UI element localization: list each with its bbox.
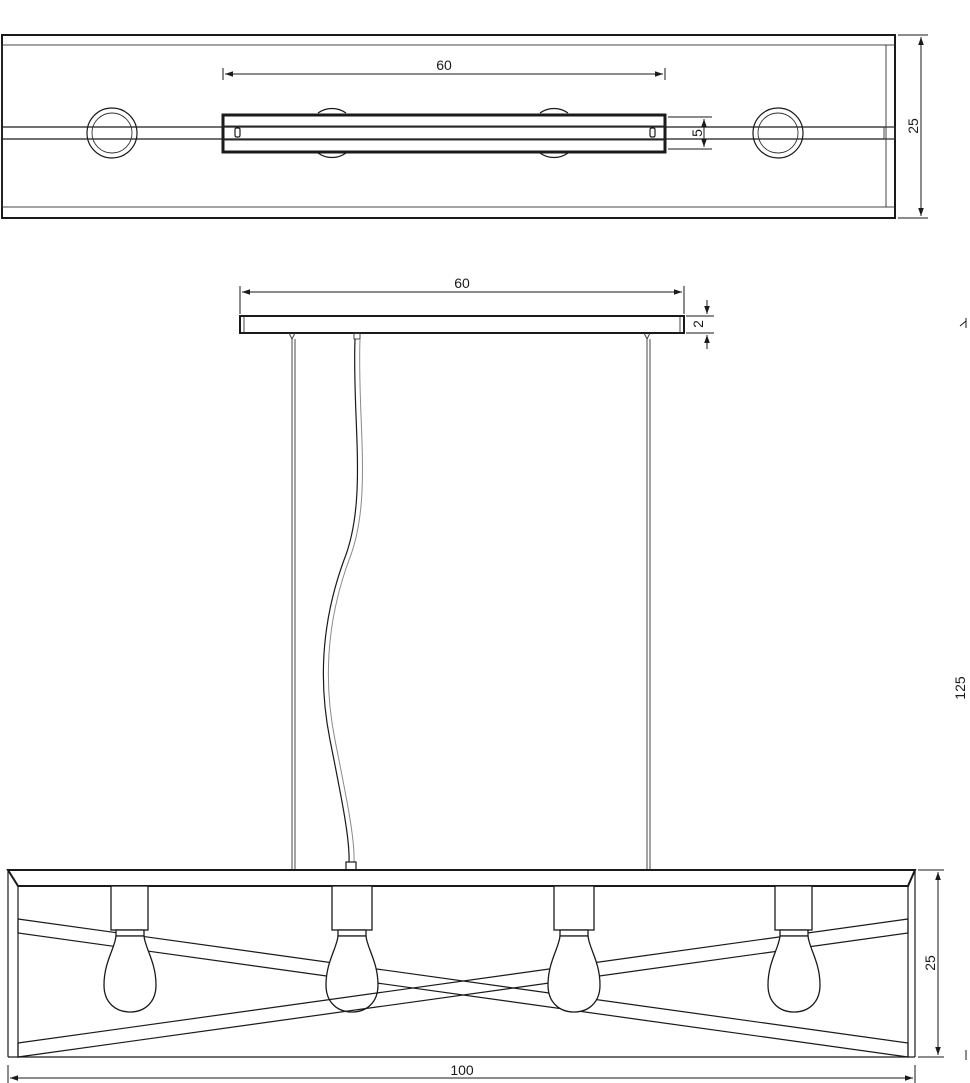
canopy-slot-right <box>649 127 656 138</box>
top-socket-3 <box>539 107 569 159</box>
diagonal-bar-back <box>17 918 909 1058</box>
side-bulb-2 <box>325 885 379 1013</box>
side-canopy <box>239 315 685 341</box>
side-lamp-frame <box>6 869 917 1058</box>
side-bulb-4 <box>767 885 821 1013</box>
top-dim-frame-depth: 25 <box>898 34 928 219</box>
side-dim-canopy-length: 60 <box>239 275 685 314</box>
top-dim-canopy-length-label: 60 <box>436 57 452 73</box>
side-bulb-3 <box>547 885 601 1013</box>
top-socket-1 <box>86 107 138 159</box>
top-dim-canopy-height-label: 5 <box>689 129 705 137</box>
top-frame-inner <box>1 44 887 208</box>
side-dim-canopy-thickness-label: 2 <box>690 320 706 328</box>
side-dim-canopy-length-label: 60 <box>454 275 470 291</box>
side-dim-total-height: 125 <box>952 318 968 1060</box>
side-view: 60 2 <box>6 275 968 1083</box>
top-dim-canopy-length: 60 <box>222 57 666 80</box>
top-dim-frame-depth-label: 25 <box>905 118 921 134</box>
diagonal-bar-front <box>17 918 909 1058</box>
power-cable <box>322 338 363 871</box>
top-socket-2 <box>317 107 347 159</box>
top-canopy <box>221 113 667 154</box>
side-bulb-1 <box>103 885 157 1013</box>
top-socket-4 <box>752 107 804 159</box>
side-dim-frame-height-label: 25 <box>922 955 938 971</box>
top-view: 60 5 25 <box>1 34 928 219</box>
top-dim-canopy-height: 5 <box>668 116 712 150</box>
side-dim-canopy-thickness: 2 <box>686 300 714 349</box>
side-dim-frame-length-label: 100 <box>450 1062 474 1078</box>
side-dim-frame-height: 25 <box>918 869 944 1058</box>
side-dim-total-height-label: 125 <box>952 676 968 700</box>
canopy-slot-left <box>234 127 241 138</box>
side-dim-frame-length: 100 <box>7 1062 916 1083</box>
